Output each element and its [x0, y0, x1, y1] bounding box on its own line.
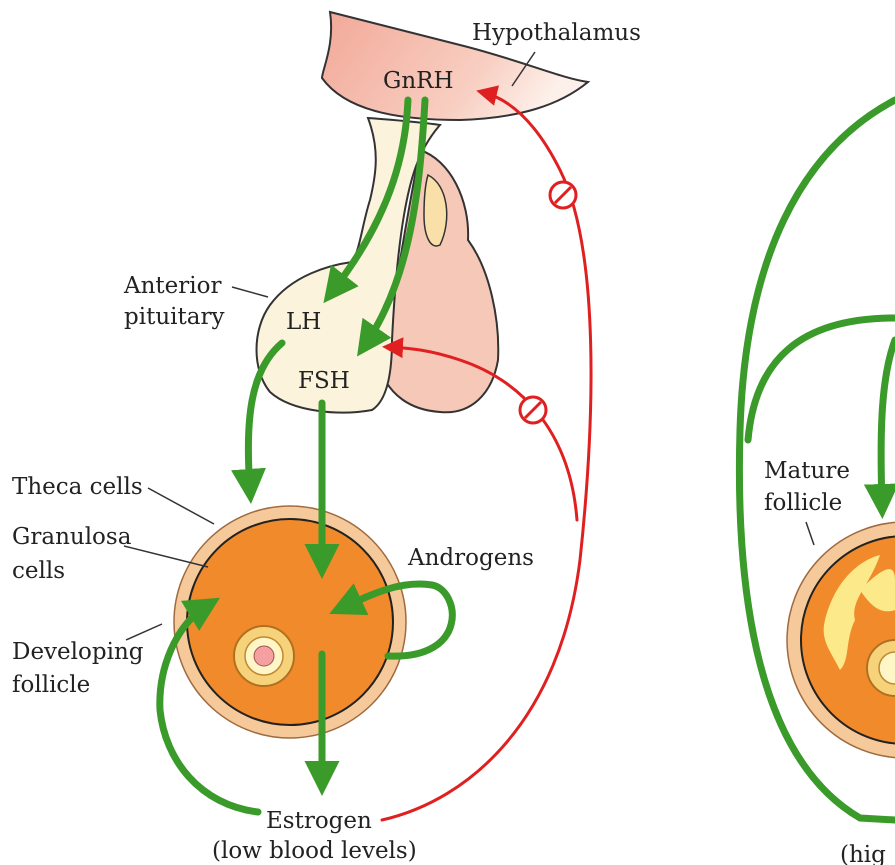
developing-follicle-label-line1: Developing — [12, 639, 144, 665]
anterior-pituitary-label-line1: Anterior — [123, 273, 221, 299]
theca-leader — [148, 488, 214, 524]
granulosa-cells-label-line1: Granulosa — [12, 524, 132, 550]
gnrh-label: GnRH — [383, 68, 454, 94]
pituitary-leader — [232, 287, 268, 297]
right-panel-inner-loop — [748, 318, 895, 440]
developing-follicle-label-line2: follicle — [12, 672, 90, 698]
estrogen-label: Estrogen — [266, 808, 372, 834]
estrogen-level-label: (low blood levels) — [212, 838, 417, 864]
mature-follicle-label-line2: follicle — [764, 490, 842, 516]
mature-follicle-label-line1: Mature — [764, 458, 850, 484]
granulosa-layer — [187, 519, 393, 725]
developing-follicle-illustration — [174, 506, 406, 738]
fsh-label: FSH — [298, 368, 350, 394]
inhibition-symbol-lower — [520, 397, 546, 423]
inhibition-symbol-upper — [550, 182, 576, 208]
granulosa-cells-label-line2: cells — [12, 558, 65, 584]
right-panel-caption: (hig — [840, 842, 886, 865]
hypothalamus-label: Hypothalamus — [472, 20, 641, 46]
mature-follicle-illustration — [787, 522, 895, 758]
theca-cells-label: Theca cells — [12, 474, 143, 500]
oocyte-nucleus — [254, 646, 274, 666]
anterior-pituitary-label-line2: pituitary — [124, 304, 224, 330]
lh-label: LH — [286, 309, 321, 335]
mature-leader — [806, 522, 814, 545]
developing-leader — [126, 624, 162, 640]
right-panel-down-arrow — [881, 340, 895, 505]
androgens-label: Androgens — [407, 545, 534, 571]
